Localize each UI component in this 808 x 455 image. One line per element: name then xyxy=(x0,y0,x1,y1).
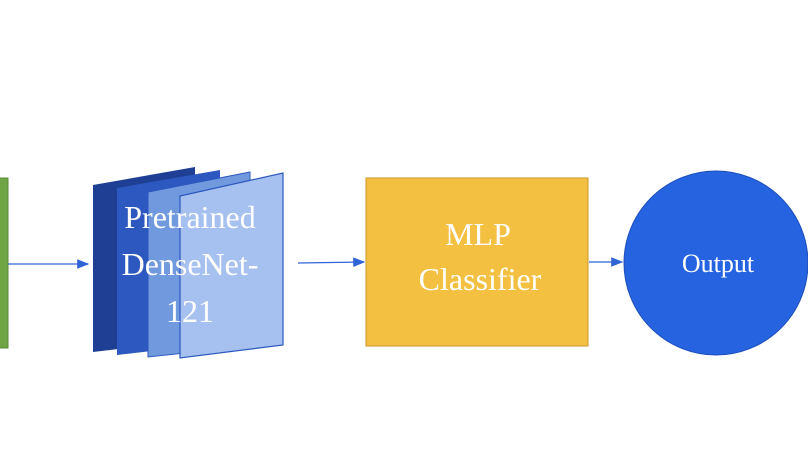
backbone-label-line-3: 121 xyxy=(166,293,214,329)
backbone-label-line-1: Pretrained xyxy=(124,199,256,235)
mlp-label-line-1: MLP xyxy=(445,216,511,252)
mlp-classifier-box xyxy=(365,177,589,347)
backbone-label-line-2: DenseNet- xyxy=(122,246,259,282)
output-label: Output xyxy=(682,249,755,278)
mlp-label-line-2: Classifier xyxy=(419,261,542,297)
arrow-backbone-to-mlp xyxy=(297,257,366,267)
densenet-layer-stack: Pretrained DenseNet- 121 xyxy=(93,167,284,359)
layer-4 xyxy=(179,172,284,359)
input-box xyxy=(0,177,9,349)
output-node xyxy=(623,170,808,356)
